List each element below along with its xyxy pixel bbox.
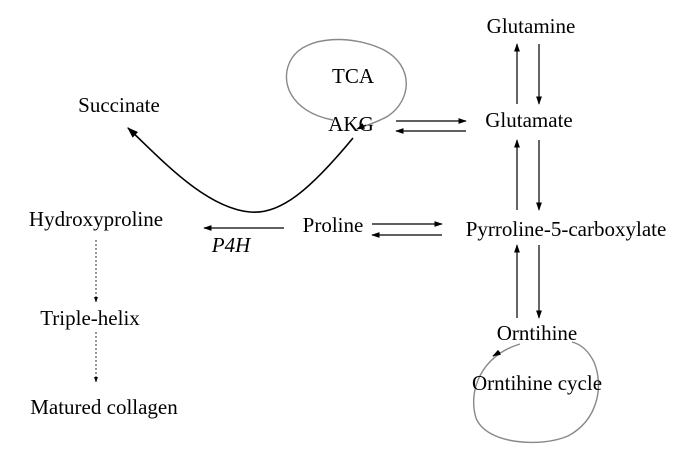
ornithine-loop-arrowhead <box>492 349 502 357</box>
ornithine-label: Orntihine <box>497 321 577 345</box>
proline-label: Proline <box>303 213 364 237</box>
hydroxyproline-label: Hydroxyproline <box>29 207 163 231</box>
akg-label: AKG <box>328 112 374 136</box>
tca-cycle-loop <box>285 38 407 129</box>
glutamate-label: Glutamate <box>485 108 572 132</box>
succinate-label: Succinate <box>78 93 160 117</box>
p4h-enzyme-label: P4H <box>211 233 252 257</box>
ornithine-cycle-loop <box>472 341 600 444</box>
matured-collagen-label: Matured collagen <box>30 395 178 419</box>
tca-loop-arrowhead <box>356 123 367 130</box>
akg-to-succinate-arrow <box>127 127 354 213</box>
ornithine-cycle-label: Orntihine cycle <box>472 371 602 395</box>
glutamine-label: Glutamine <box>487 14 576 38</box>
tca-label: TCA <box>332 64 375 88</box>
triple-helix-label: Triple-helix <box>40 306 140 330</box>
p5c-label: Pyrroline-5-carboxylate <box>466 217 667 241</box>
